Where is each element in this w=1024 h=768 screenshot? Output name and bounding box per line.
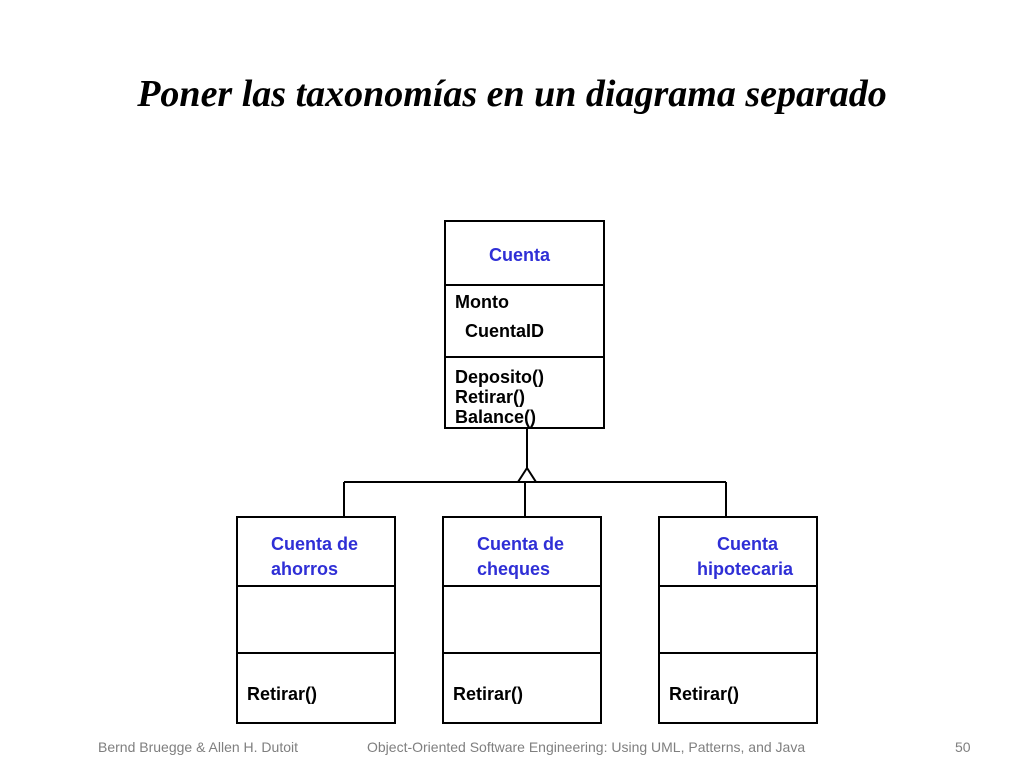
attributes-compartment (444, 585, 600, 652)
inheritance-arrowhead (516, 466, 538, 483)
class-name-line1: Cuenta (717, 534, 779, 554)
operations-compartment: Retirar() (660, 652, 816, 724)
operations-compartment: Retirar() (444, 652, 600, 724)
class-cuenta-de-ahorros: Cuenta de ahorros Retirar() (236, 516, 396, 724)
class-name-line1: Cuenta de (477, 534, 565, 554)
attributes-compartment (238, 585, 394, 652)
class-name-line1: Cuenta de (271, 534, 359, 554)
class-name-compartment: Cuenta (446, 222, 603, 286)
operations-compartment: Retirar() (238, 652, 394, 724)
page-number: 50 (955, 739, 971, 755)
operations-compartment: Deposito() Retirar() Balance() (446, 356, 603, 429)
class-cuenta-hipotecaria: Cuenta hipotecaria Retirar() (658, 516, 818, 724)
slide-title: Poner las taxonomías en un diagrama sepa… (137, 73, 887, 115)
operation-retirar: Retirar() (455, 387, 526, 407)
footer-book-title: Object-Oriented Software Engineering: Us… (367, 739, 806, 755)
operation-balance: Balance() (455, 407, 537, 427)
class-name-line2: ahorros (271, 559, 339, 579)
class-name: Cuenta (489, 245, 551, 265)
class-name-compartment: Cuenta hipotecaria (660, 518, 816, 586)
class-cuenta-de-cheques: Cuenta de cheques Retirar() (442, 516, 602, 724)
footer-authors: Bernd Bruegge & Allen H. Dutoit (98, 739, 299, 755)
attribute-monto: Monto (455, 292, 509, 312)
class-cuenta: Cuenta Monto CuentaID Deposito() Retirar… (444, 220, 605, 429)
class-name-line2: hipotecaria (697, 559, 794, 579)
operation-retirar: Retirar() (669, 684, 740, 704)
operation-retirar: Retirar() (453, 684, 524, 704)
attributes-compartment (660, 585, 816, 652)
class-name-compartment: Cuenta de cheques (444, 518, 600, 586)
attribute-cuentaid: CuentaID (465, 321, 545, 341)
class-name-compartment: Cuenta de ahorros (238, 518, 394, 586)
operation-retirar: Retirar() (247, 684, 318, 704)
attributes-compartment: Monto CuentaID (446, 284, 603, 356)
operation-deposito: Deposito() (455, 367, 544, 387)
class-name-line2: cheques (477, 559, 551, 579)
